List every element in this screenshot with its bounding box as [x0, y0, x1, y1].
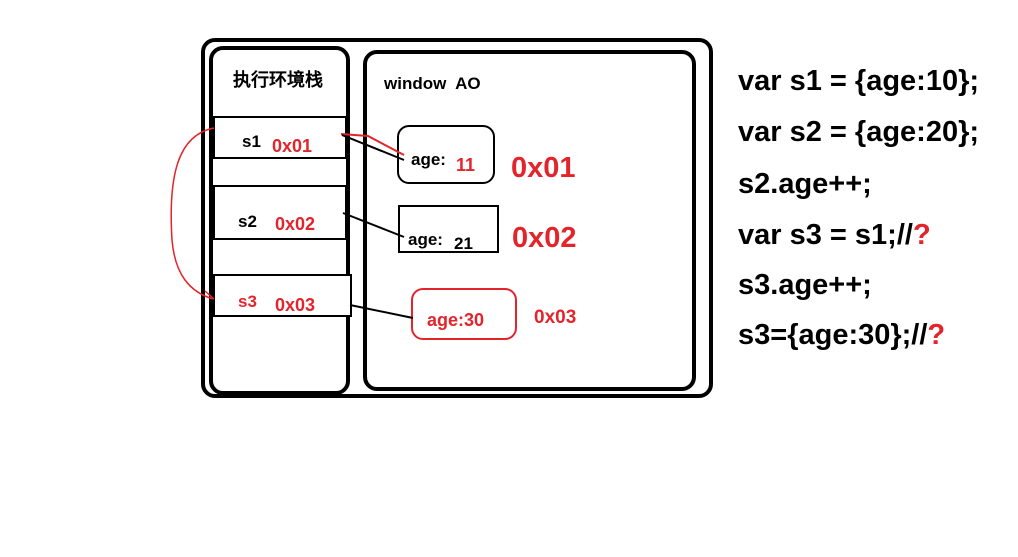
code-line-4: var s3 = s1;//? — [738, 218, 931, 252]
heap-object-0x01-value: 11 — [456, 155, 476, 175]
code-line-3: s2.age++; — [738, 168, 872, 200]
window-ao-title: window AO — [384, 74, 481, 93]
heap-object-0x01 — [397, 125, 495, 184]
stack-addr-s2: 0x02 — [275, 214, 316, 234]
code-line-6: s3={age:30};//? — [738, 318, 945, 352]
code-line-2: var s2 = {age:20}; — [738, 116, 980, 148]
stack-cell-s1 — [213, 116, 347, 159]
pointer-s2 — [342, 212, 405, 238]
heap-object-0x02 — [398, 205, 499, 253]
s3-to-s1-curve-end — [204, 290, 215, 300]
pointer-s1-red — [340, 133, 405, 156]
heap-object-0x02-value: 21 — [454, 234, 473, 253]
heap-address-0x01: 0x01 — [511, 152, 576, 184]
stack-addr-s1: 0x01 — [272, 136, 313, 156]
pointer-s3 — [349, 304, 414, 319]
stack-var-s3: s3 — [238, 292, 257, 311]
code-line-6-text: s3={age:30};// — [738, 319, 928, 351]
stack-var-s2: s2 — [238, 212, 257, 231]
stack-cell-s3 — [213, 274, 352, 317]
code-line-5: s3.age++; — [738, 269, 872, 301]
code-line-1: var s1 = {age:10}; — [738, 65, 980, 97]
heap-object-0x03 — [411, 288, 517, 340]
memory-frame — [201, 38, 713, 398]
question-mark-1: ? — [912, 219, 931, 251]
heap-object-0x02-label: age: — [408, 230, 443, 249]
pointer-s1 — [341, 134, 405, 161]
stack-cell-s2 — [213, 185, 347, 240]
s3-to-s1-curve — [170, 127, 215, 300]
question-mark-2: ? — [927, 319, 946, 351]
heap-address-0x02: 0x02 — [512, 222, 577, 254]
stack-var-s1: s1 — [242, 132, 261, 151]
heap-object-0x03-label: age:30 — [427, 310, 485, 330]
execution-stack-title: 执行环境栈 — [233, 70, 323, 90]
execution-stack-box — [209, 46, 350, 395]
heap-address-0x03: 0x03 — [534, 307, 577, 328]
window-ao-box — [363, 50, 696, 391]
heap-object-0x01-label: age: — [411, 150, 446, 169]
code-line-4-text: var s3 = s1;// — [738, 219, 913, 251]
stack-addr-s3: 0x03 — [275, 295, 316, 315]
